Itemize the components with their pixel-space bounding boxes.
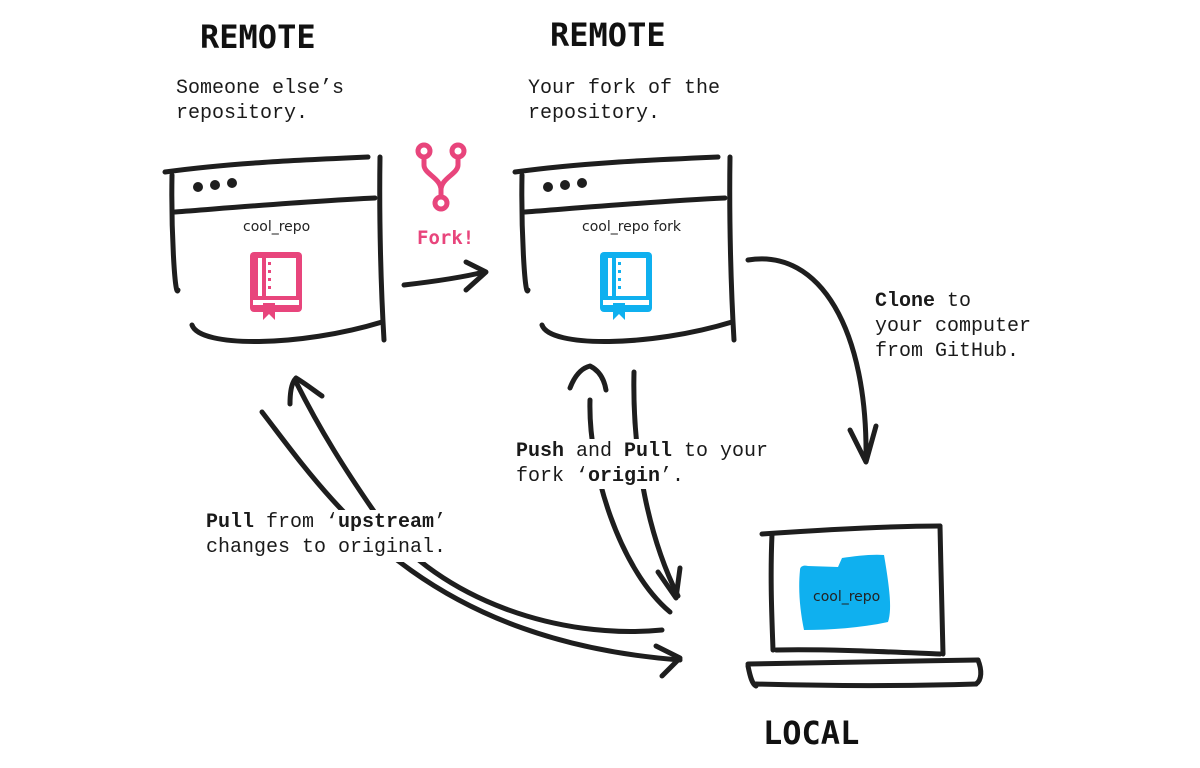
push-arrowhead [567,363,609,393]
local-heading: LOCAL [763,714,860,752]
clone-line-1-rest: to [935,290,972,313]
clone-step-description: Clone to your computer from GitHub. [875,289,1031,364]
clone-arrow [745,256,869,463]
push-pull-line-2: fork ‘origin’. [516,464,768,489]
original-desc-line-2: repository. [176,102,309,125]
fork-remote-heading: REMOTE [550,16,666,54]
pull-origin-arrowhead [655,565,683,601]
clone-arrowhead [847,423,879,465]
fork-repo-description: Your fork of the repository. [528,76,720,126]
upstream-pull-bold: Pull [206,511,255,534]
push-pull-text-1: and [564,440,625,463]
pull-origin-arrow [631,369,681,599]
repo-book-icon [250,252,302,320]
origin-suffix: ’. [660,465,685,488]
folder-icon [799,554,891,630]
upstream-step-description: Pull from ‘upstream’ changes to original… [206,510,451,562]
window-dots [193,178,587,192]
upstream-line-2: changes to original. [206,536,447,559]
push-arrow [587,397,673,615]
fork-step-label: Fork! [417,227,475,249]
fork-repo-window [512,154,737,345]
upstream-text-1: from ‘ [254,511,339,534]
pull-bold: Pull [624,440,673,463]
push-pull-line-1: Push and Pull to your [516,439,768,464]
fork-desc-line-1: Your fork of the [528,77,721,100]
fork-arrow [401,269,487,288]
original-desc-line-1: Someone else’s [176,77,345,100]
upstream-line-1: Pull from ‘upstream’ [206,510,446,535]
clone-line-1: Clone to [875,289,1031,314]
git-fork-icon [415,142,467,212]
clone-line-3: from GitHub. [875,340,1020,363]
laptop-drawing [745,523,984,689]
original-repo-description: Someone else’s repository. [176,76,344,126]
original-remote-heading: REMOTE [200,18,316,56]
upstream-arrowhead [287,375,325,407]
clone-bold: Clone [875,290,936,313]
repo-book-icon [600,252,652,320]
local-repo-name: cool_repo [813,589,881,605]
origin-prefix: fork ‘ [516,465,589,488]
upstream-bold: upstream [338,511,435,534]
push-pull-step-description: Push and Pull to your fork ‘origin’. [516,439,773,489]
fork-repo-name: cool_repo fork [582,219,682,235]
fork-desc-line-2: repository. [528,102,661,125]
upstream-text-2: ’ [434,511,447,534]
push-bold: Push [516,440,565,463]
fork-arrowhead [463,259,489,293]
push-pull-text-2: to your [672,440,769,463]
origin-bold: origin [588,465,661,488]
clone-line-2: your computer [875,315,1032,338]
upstream-to-local-arrowhead [653,643,683,679]
original-repo-window [162,154,387,345]
original-repo-name: cool_repo [243,219,311,235]
